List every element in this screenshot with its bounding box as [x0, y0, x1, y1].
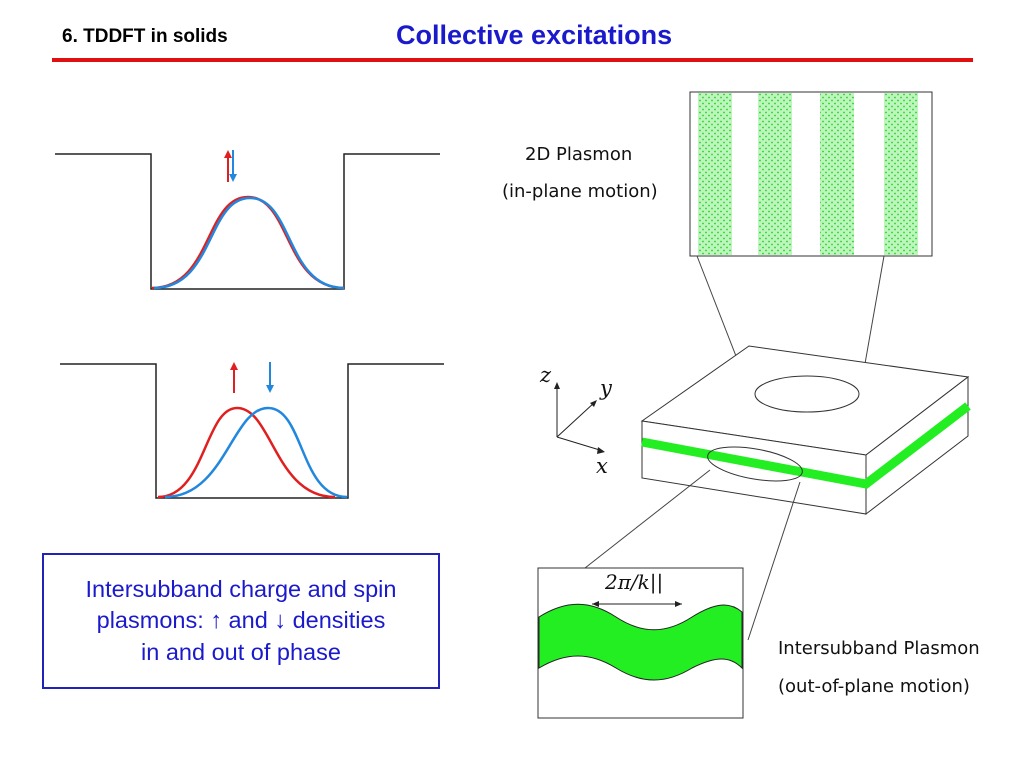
well-out-of-phase — [60, 362, 444, 499]
density-stripe-3 — [820, 93, 854, 255]
slide-title: Collective excitations — [396, 20, 673, 50]
top-ellipse — [754, 375, 860, 413]
density-curve-up-in-phase — [151, 195, 345, 290]
green-layer — [641, 402, 971, 489]
slab — [640, 345, 971, 516]
section-label: 6. TDDFT in solids — [62, 26, 228, 47]
density-curve-up-out-of-phase — [157, 406, 336, 499]
well-in-phase — [55, 150, 440, 290]
axis-triad — [554, 382, 605, 454]
density-stripe-4 — [884, 93, 918, 255]
wavelength-label: 2π/k|| — [605, 570, 664, 594]
density-stripe-1 — [698, 93, 732, 255]
label-2d-plasmon: 2D Plasmon — [525, 144, 633, 165]
side-ellipse — [707, 446, 803, 482]
density-curve-down-out-of-phase — [164, 406, 348, 499]
caption-line-2: plasmons: ↑ and ↓ densities — [96, 607, 386, 634]
wavy-band — [538, 603, 743, 681]
inset-2d-plasmon — [689, 91, 933, 257]
density-stripe-2 — [758, 93, 792, 255]
inset-intersubband — [537, 567, 744, 719]
density-curve-down-in-phase — [153, 196, 345, 290]
axis-label-x: x — [596, 454, 608, 478]
label-2d-plasmon-sub: (in-plane motion) — [502, 181, 658, 202]
caption-box: Intersubband charge and spin plasmons: ↑… — [42, 553, 440, 689]
title-rule — [52, 58, 973, 62]
caption-line-3: in and out of phase — [141, 638, 341, 665]
label-intersubband: Intersubband Plasmon — [778, 638, 980, 659]
label-intersubband-sub: (out-of-plane motion) — [778, 676, 970, 697]
caption-line-1: Intersubband charge and spin — [85, 575, 397, 602]
axis-label-z: z — [540, 363, 552, 387]
axis-label-y: y — [600, 376, 612, 400]
